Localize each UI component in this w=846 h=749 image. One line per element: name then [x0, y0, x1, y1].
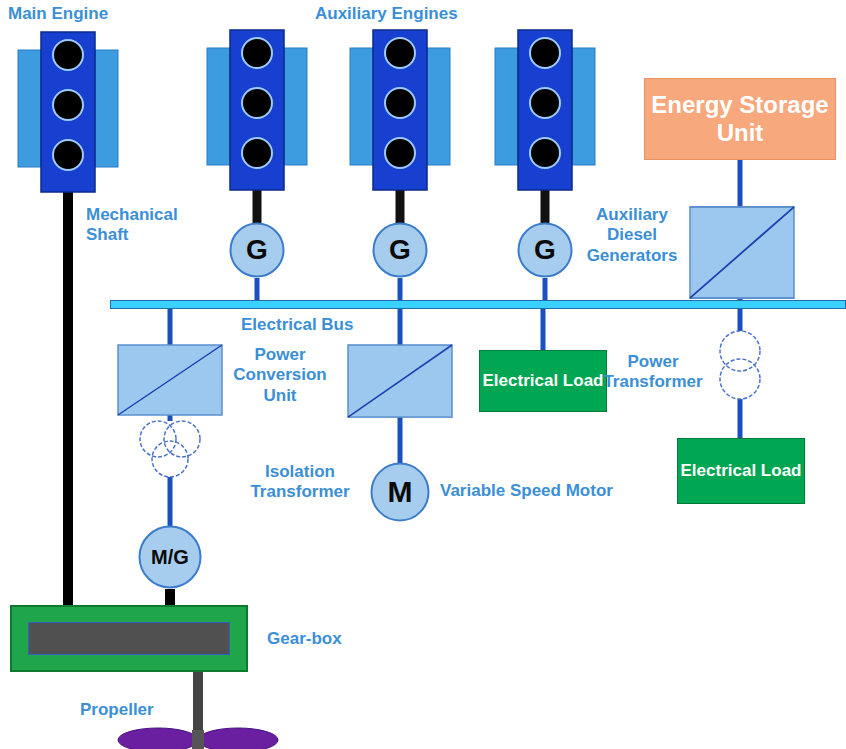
node-text: M/G [151, 546, 189, 569]
circle-shape [140, 527, 201, 588]
node-text: G [389, 234, 411, 266]
wire [170, 159, 740, 526]
main-engine-icon [18, 32, 118, 192]
node-heading: Electrical Bus [241, 315, 353, 335]
motor-circle: M [370, 462, 430, 522]
gear-symbol [28, 622, 230, 655]
transformer-label: Power Transformer [596, 352, 710, 393]
engine-shaft [396, 188, 405, 224]
shaft-connector [165, 589, 175, 605]
circle-shape [519, 224, 572, 277]
circle-shape [231, 224, 284, 277]
transformer-symbol [140, 421, 200, 477]
node-text: G [534, 234, 556, 266]
engine-shaft [541, 188, 550, 224]
generator-label: Auxiliary Diesel Generators [579, 205, 685, 266]
engine-label: Auxiliary Engines [315, 4, 515, 24]
propeller-shaft [193, 670, 203, 738]
converter-symbol [690, 207, 794, 298]
mechanical-shaft [63, 190, 73, 606]
generator-circle: G [229, 222, 285, 278]
converter-label: Power Conversion Unit [226, 345, 334, 406]
transformer-symbol [720, 331, 760, 399]
bus-connector [398, 278, 403, 300]
gearbox-box: Gear-box [10, 605, 248, 672]
motor-label: Variable Speed Motor [440, 481, 660, 501]
electrical-bus: Electrical Bus [110, 300, 846, 309]
transformer-label: Isolation Transformer [238, 462, 362, 503]
generator-circle: G [372, 222, 428, 278]
propeller-hub [192, 730, 204, 749]
auxiliary-engine-icon [495, 30, 595, 190]
motor-generator-circle: M/G [138, 525, 202, 589]
node-text: Electrical Load [681, 461, 802, 481]
bus-connector [543, 278, 548, 300]
generator-circle: G [517, 222, 573, 278]
auxiliary-engine-icon [207, 30, 307, 190]
load-box: Electrical Load [479, 350, 607, 412]
node-text: Electrical Load [483, 371, 604, 391]
propeller-blade [118, 728, 198, 749]
propeller-blade [198, 728, 278, 749]
bus-connector [255, 278, 260, 300]
shaft-label: Mechanical Shaft [86, 205, 190, 246]
converter-symbol [118, 345, 222, 415]
node-text: G [246, 234, 268, 266]
circle-shape [374, 224, 427, 277]
bus-connector [541, 309, 546, 350]
node-heading: Gear-box [267, 629, 342, 649]
auxiliary-engine-icon [350, 30, 450, 190]
storage-box: Energy Storage Unit [644, 78, 836, 160]
engine-label: Main Engine [8, 4, 168, 24]
node-text: M [388, 475, 413, 510]
circle-shape [372, 464, 429, 521]
load-box: Electrical Load [677, 438, 805, 504]
engine-shaft [253, 188, 262, 224]
converter-symbol [348, 345, 452, 417]
propeller-label: Propeller [80, 700, 180, 720]
node-text: Energy Storage Unit [645, 91, 835, 146]
